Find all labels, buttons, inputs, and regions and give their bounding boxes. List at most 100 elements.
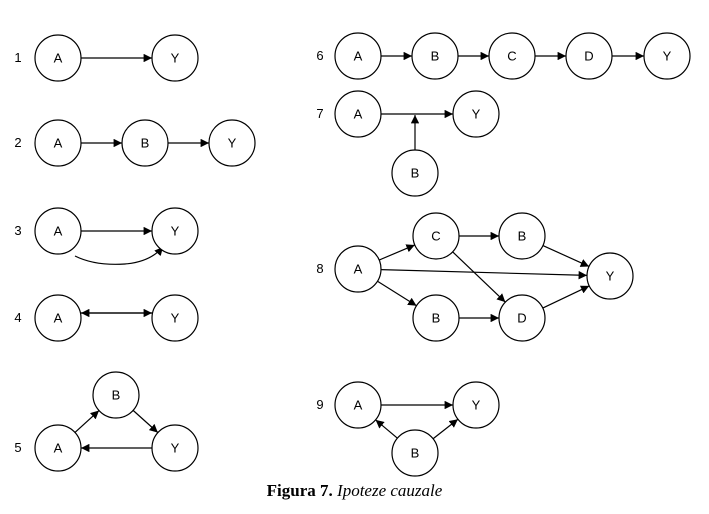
- edge-d3-1: [74, 246, 164, 265]
- node-circle: [411, 32, 459, 80]
- node-label: A: [54, 136, 63, 151]
- node-d2-y: Y: [208, 119, 256, 167]
- node-label: D: [584, 49, 593, 64]
- diagram-number-3: 3: [14, 223, 21, 238]
- edge-d8-2: [377, 280, 417, 307]
- node-label: B: [411, 166, 420, 181]
- node-circle: [208, 119, 256, 167]
- diagram-number-1: 1: [14, 50, 21, 65]
- node-label: B: [112, 388, 121, 403]
- edge-d5-0: [74, 410, 100, 433]
- node-circle: [643, 32, 691, 80]
- node-circle: [412, 294, 460, 342]
- diagram-number-6: 6: [316, 48, 323, 63]
- node-circle: [151, 424, 199, 472]
- node-d5-a: A: [34, 424, 82, 472]
- node-d8-a: A: [334, 245, 382, 293]
- node-label: A: [354, 107, 363, 122]
- node-label: Y: [472, 107, 481, 122]
- diagram-number-8: 8: [316, 261, 323, 276]
- node-label: D: [517, 311, 526, 326]
- node-circle: [151, 34, 199, 82]
- node-d9-a: A: [334, 381, 382, 429]
- diagram-number-9: 9: [316, 397, 323, 412]
- node-circle: [391, 429, 439, 477]
- node-d4-y: Y: [151, 294, 199, 342]
- node-d1-a: A: [34, 34, 82, 82]
- node-d2-b: B: [121, 119, 169, 167]
- node-circle: [498, 212, 546, 260]
- node-label: C: [431, 229, 440, 244]
- node-circle: [121, 119, 169, 167]
- node-d5-b: B: [92, 371, 140, 419]
- node-d2-a: A: [34, 119, 82, 167]
- edge-d8-4: [452, 251, 506, 303]
- caption-label: Figura 7.: [266, 481, 333, 500]
- node-d6-a: A: [334, 32, 382, 80]
- node-d8-b: B: [498, 212, 546, 260]
- node-label: A: [54, 311, 63, 326]
- node-label: B: [141, 136, 150, 151]
- node-label: A: [54, 224, 63, 239]
- node-circle: [334, 245, 382, 293]
- node-circle: [151, 207, 199, 255]
- node-d6-d: D: [565, 32, 613, 80]
- node-label: Y: [606, 269, 615, 284]
- node-label: Y: [472, 398, 481, 413]
- node-label: Y: [663, 49, 672, 64]
- edge-d8-0: [378, 244, 416, 261]
- node-circle: [34, 294, 82, 342]
- node-d4-a: A: [34, 294, 82, 342]
- node-circle: [334, 90, 382, 138]
- diagram-number-7: 7: [316, 106, 323, 121]
- node-d7-b: B: [391, 149, 439, 197]
- node-d8-b: B: [412, 294, 460, 342]
- diagram-number-5: 5: [14, 440, 21, 455]
- edge-d8-5: [542, 244, 590, 268]
- node-circle: [334, 381, 382, 429]
- node-circle: [334, 32, 382, 80]
- node-circle: [452, 381, 500, 429]
- node-d6-c: C: [488, 32, 536, 80]
- diagram-number-2: 2: [14, 135, 21, 150]
- edge-d8-7: [542, 285, 590, 309]
- node-d8-d: D: [498, 294, 546, 342]
- node-label: B: [431, 49, 440, 64]
- edge-d5-1: [132, 409, 159, 434]
- edge-d8-1: [380, 269, 588, 280]
- node-label: Y: [171, 51, 180, 66]
- node-label: B: [432, 311, 441, 326]
- node-d1-y: Y: [151, 34, 199, 82]
- node-circle: [34, 34, 82, 82]
- node-d6-b: B: [411, 32, 459, 80]
- node-label: A: [54, 441, 63, 456]
- node-d7-y: Y: [452, 90, 500, 138]
- figure-caption: Figura 7. Ipoteze cauzale: [0, 481, 709, 501]
- node-d3-y: Y: [151, 207, 199, 255]
- node-d9-y: Y: [452, 381, 500, 429]
- node-d9-b: B: [391, 429, 439, 477]
- node-circle: [586, 252, 634, 300]
- node-circle: [565, 32, 613, 80]
- node-circle: [34, 424, 82, 472]
- node-label: C: [507, 49, 516, 64]
- edge-d9-2: [432, 418, 459, 440]
- node-label: A: [354, 262, 363, 277]
- node-d7-a: A: [334, 90, 382, 138]
- node-d8-c: C: [412, 212, 460, 260]
- node-label: Y: [228, 136, 237, 151]
- diagram-number-4: 4: [14, 310, 21, 325]
- node-d3-a: A: [34, 207, 82, 255]
- node-circle: [488, 32, 536, 80]
- node-label: B: [518, 229, 527, 244]
- edge-d9-1: [375, 419, 398, 439]
- node-circle: [34, 119, 82, 167]
- caption-title: Ipoteze cauzale: [337, 481, 443, 500]
- node-circle: [391, 149, 439, 197]
- node-label: Y: [171, 441, 180, 456]
- node-label: A: [354, 49, 363, 64]
- node-label: Y: [171, 224, 180, 239]
- node-circle: [412, 212, 460, 260]
- node-label: A: [54, 51, 63, 66]
